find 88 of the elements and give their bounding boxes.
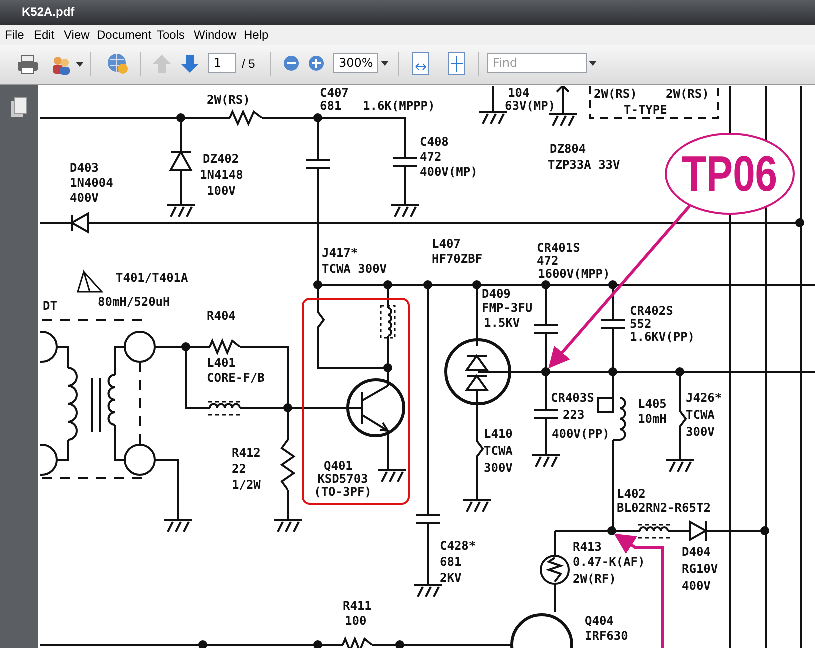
component-label: J426* <box>686 392 722 405</box>
component-label: DZ804 <box>550 143 586 156</box>
component-label: 2W(RS) <box>207 94 250 107</box>
component-label: C407 <box>320 87 349 100</box>
component-label: TZP33A 33V <box>548 159 620 172</box>
leader-arrow <box>614 534 664 648</box>
component-label: L407 <box>432 238 461 251</box>
component-label: 400V(MP) <box>420 166 478 179</box>
component-label: 681 <box>440 556 462 569</box>
search-field: Find <box>487 53 587 73</box>
menu-item: View <box>64 28 90 42</box>
component-label: IRF630 <box>585 630 628 643</box>
component-label: CR401S <box>537 242 580 255</box>
component-label: 300V <box>686 426 715 439</box>
page-number-field: 1 <box>208 53 236 73</box>
component-label: C408 <box>420 136 449 149</box>
component-label: 2KV <box>440 572 462 585</box>
component-label: 104 <box>508 87 530 100</box>
component-label: 472 <box>537 255 559 268</box>
menu-item: Help <box>244 28 269 42</box>
component-label: 10mH <box>638 413 667 426</box>
leader-arrow <box>548 205 692 369</box>
component-label: T401/T401A <box>116 272 188 285</box>
menu-item: Tools <box>157 28 186 42</box>
menu-item: File <box>5 28 24 42</box>
component-label: 223 <box>563 409 585 422</box>
component-label: 63V(MP) <box>505 100 556 113</box>
menu-item: Document <box>97 28 152 42</box>
component-label: T-TYPE <box>624 104 668 117</box>
component-label: CORE-F/B <box>207 372 265 385</box>
component-label: L410 <box>484 428 513 441</box>
zoom-field: 300% <box>333 53 378 73</box>
component-label: D409 <box>482 288 511 301</box>
component-label: 472 <box>420 151 442 164</box>
component-label: C428* <box>440 540 476 553</box>
component-label: TCWA <box>484 445 513 458</box>
component-label: 300V <box>484 462 513 475</box>
component-label: L402 <box>617 488 646 501</box>
component-label: BL02RN2-R65T2 <box>617 502 711 515</box>
component-label: 0.47-K(AF) <box>573 556 646 569</box>
component-label: 1N4148 <box>200 169 244 182</box>
component-label: D404 <box>682 546 711 559</box>
callout-text: TP06 <box>682 148 778 200</box>
page-count: / 5 <box>242 57 256 71</box>
component-label: 400V(PP) <box>552 428 610 441</box>
component-label: TCWA 300V <box>322 263 388 276</box>
component-label: 1.5KV <box>484 317 520 330</box>
component-label: 2W(RS) <box>666 88 710 101</box>
component-label: 1.6K(MPPP) <box>363 100 436 113</box>
component-label: R404 <box>207 310 236 323</box>
component-label: L401 <box>207 357 236 370</box>
menu-item: Window <box>194 28 237 42</box>
component-label: 681 <box>320 100 342 113</box>
component-label: 2W(RF) <box>573 573 616 586</box>
component-label: D403 <box>70 162 99 175</box>
component-label: CR402S <box>630 305 674 318</box>
component-label: 1/2W <box>232 479 261 492</box>
component-label: TCWA <box>686 409 715 422</box>
component-label: 100 <box>345 615 367 628</box>
component-label: KSD5703 (TO-3PF) <box>313 473 373 499</box>
window-title: K52A.pdf <box>22 5 75 19</box>
component-label: J417* <box>322 247 358 260</box>
component-label: RG10V <box>682 563 718 576</box>
highlight-frame <box>302 298 410 505</box>
component-label: DT <box>43 300 58 313</box>
component-label: 1.6KV(PP) <box>630 331 696 344</box>
component-label: 100V <box>207 185 236 198</box>
component-label: 552 <box>630 318 652 331</box>
component-label: 400V <box>682 580 711 593</box>
component-label: 22 <box>232 463 246 476</box>
component-label: CR403S <box>551 392 594 405</box>
component-label: Q401 <box>324 460 353 473</box>
component-label: 1600V(MPP) <box>538 268 610 281</box>
component-label: Q404 <box>585 615 614 628</box>
component-label: 1N4004 <box>70 177 114 190</box>
component-label: 80mH/520uH <box>98 296 170 309</box>
component-label: FMP-3FU <box>482 302 533 315</box>
menu-item: Edit <box>34 28 55 42</box>
component-label: 400V <box>70 192 99 205</box>
component-label: L405 <box>638 398 667 411</box>
component-label: R413 <box>573 541 602 554</box>
component-label: HF70ZBF <box>432 253 483 266</box>
component-label: R411 <box>343 600 372 613</box>
component-label: 2W(RS) <box>594 88 638 101</box>
junction-dot <box>608 526 616 536</box>
component-label: DZ402 <box>203 153 240 166</box>
component-label: R412 <box>232 447 261 460</box>
junction-dot <box>542 368 550 376</box>
